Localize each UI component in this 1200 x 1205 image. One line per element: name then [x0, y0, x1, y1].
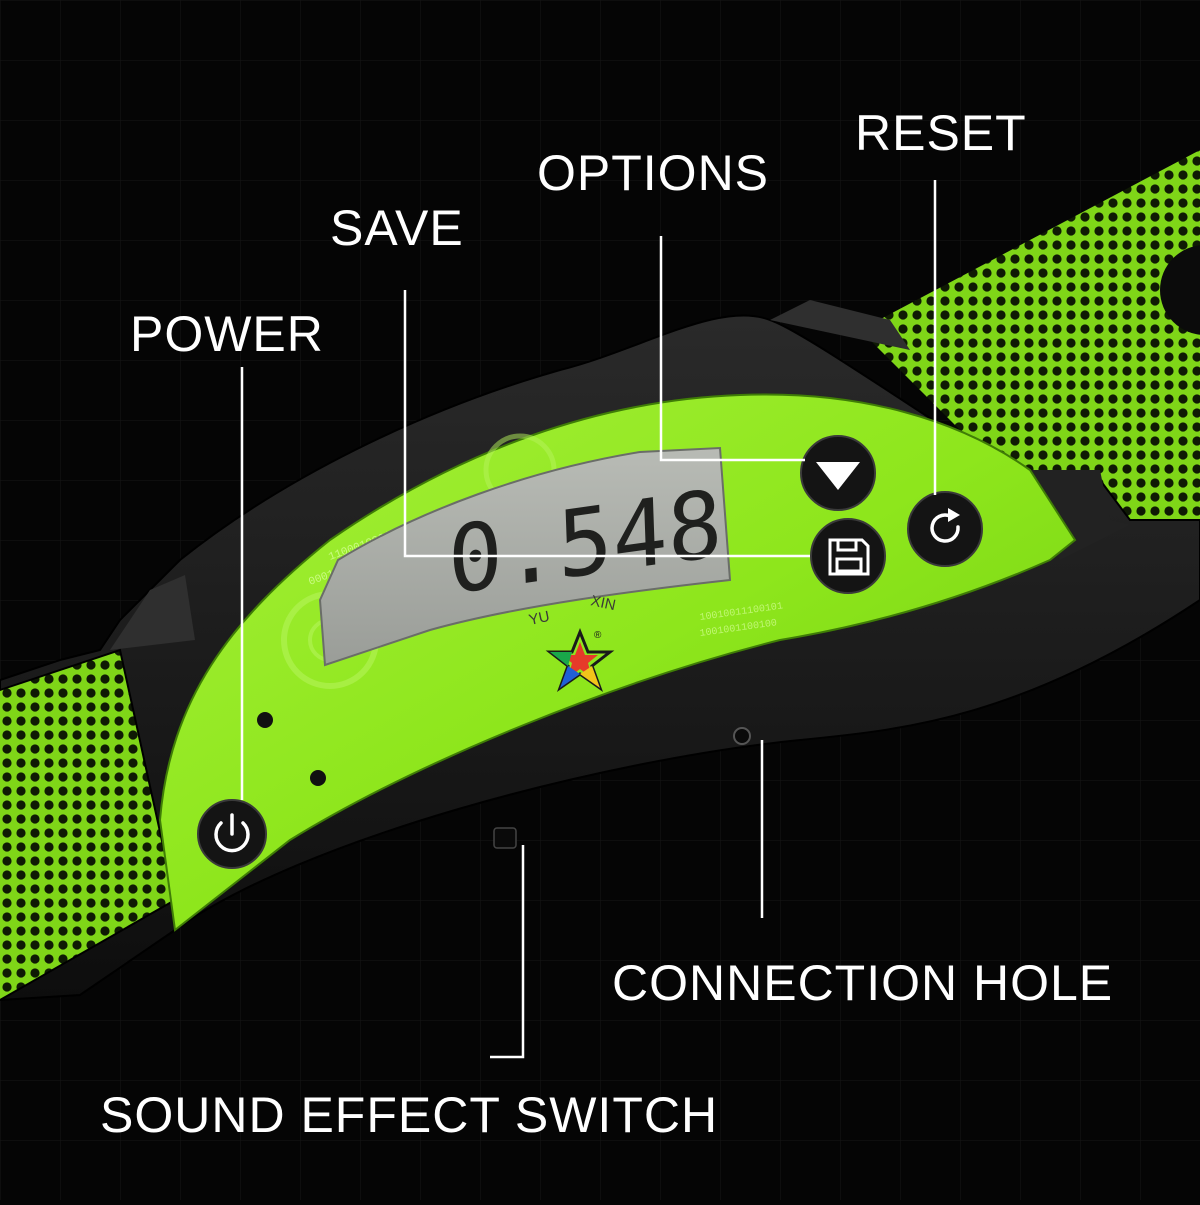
sound-effect-switch-callout-label: SOUND EFFECT SWITCH [100, 1087, 719, 1143]
top-ridge [770, 300, 910, 350]
registered-mark: ® [594, 630, 602, 641]
save-leader-line [403, 290, 810, 558]
refresh-icon [930, 508, 960, 543]
save-callout-label: SAVE [330, 200, 464, 256]
connection-hole[interactable] [733, 727, 751, 745]
save-button[interactable] [810, 518, 886, 594]
callout-leader-lines [240, 180, 937, 1059]
indicator-hole-2 [310, 770, 326, 786]
reset-callout-label: RESET [855, 105, 1027, 161]
star-logo: ® [545, 627, 615, 692]
sound-switch-leader-line [490, 845, 525, 1059]
right-touch-pad[interactable] [860, 150, 1200, 560]
indicator-hole-1 [257, 712, 273, 728]
brand-text-right: XIN [589, 592, 617, 614]
power-icon [214, 813, 250, 853]
floppy-disk-icon [828, 538, 870, 576]
power-button[interactable] [197, 799, 267, 869]
right-corner-knob [1160, 245, 1200, 335]
left-touch-pad[interactable] [0, 650, 175, 1000]
connection-hole-callout-label: CONNECTION HOLE [612, 955, 1114, 1011]
options-button[interactable] [800, 435, 876, 511]
play-triangle-icon [816, 462, 860, 490]
sound-effect-switch[interactable] [493, 827, 517, 849]
options-callout-label: OPTIONS [537, 145, 770, 201]
left-ridge [110, 575, 195, 650]
options-leader-line [659, 236, 805, 462]
power-callout-label: POWER [130, 306, 324, 362]
brand-text-left: YU [527, 608, 551, 629]
reset-button[interactable] [907, 491, 983, 567]
